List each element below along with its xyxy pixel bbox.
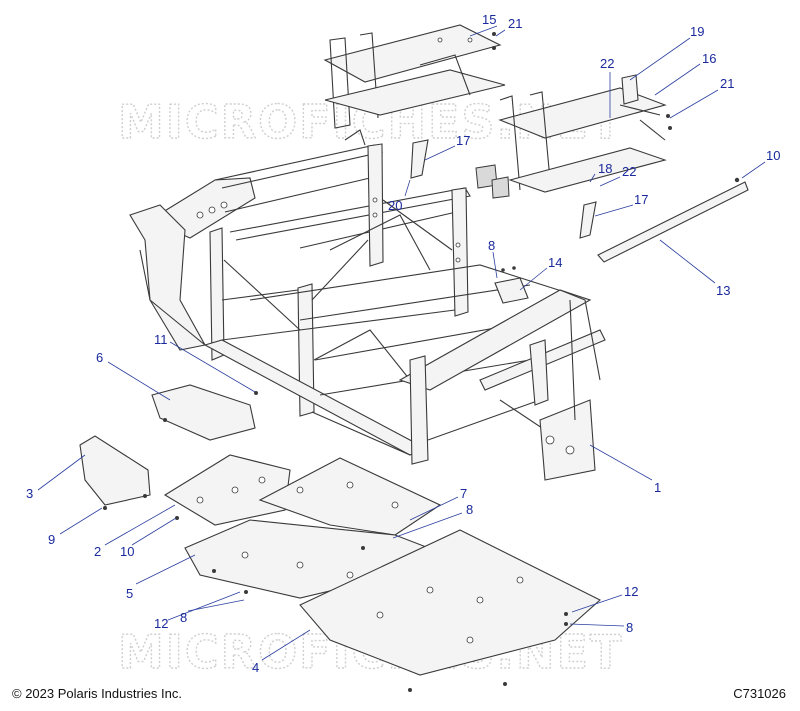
callout-18: 18 — [598, 161, 612, 176]
part-15-seat-frame-front — [323, 24, 506, 146]
part-19-bracket — [621, 74, 639, 105]
callout-12: 12 — [624, 584, 638, 599]
callout-8: 8 — [180, 610, 187, 625]
part-6-panel — [151, 384, 256, 441]
leader-lines — [37, 25, 766, 661]
callout-1: 1 — [654, 480, 661, 495]
callout-17: 17 — [634, 192, 648, 207]
callout-8: 8 — [626, 620, 633, 635]
part-3-panel — [79, 435, 151, 506]
copyright-text: © 2023 Polaris Industries Inc. — [12, 686, 182, 701]
callout-3: 3 — [26, 486, 33, 501]
callout-22: 22 — [622, 164, 636, 179]
callout-16: 16 — [702, 51, 716, 66]
callout-21: 21 — [720, 76, 734, 91]
part-13-bar — [597, 181, 749, 263]
callout-13: 13 — [716, 283, 730, 298]
callout-19: 19 — [690, 24, 704, 39]
part-17-bracket-upper — [410, 139, 429, 179]
callout-20: 20 — [388, 198, 402, 213]
part-2-skid-plate — [163, 454, 291, 526]
callout-10: 10 — [120, 544, 134, 559]
callout-10: 10 — [766, 148, 780, 163]
callout-labels: 15 21 19 16 22 21 17 20 18 22 10 17 8 14… — [26, 12, 780, 675]
callout-5: 5 — [126, 586, 133, 601]
callout-4: 4 — [252, 660, 259, 675]
callout-17: 17 — [456, 133, 470, 148]
callout-22: 22 — [600, 56, 614, 71]
part-18-block-b — [491, 176, 510, 199]
drawing-number: C731026 — [733, 686, 786, 701]
part-7-floor-panel — [258, 457, 442, 536]
callout-2: 2 — [94, 544, 101, 559]
main-frame — [129, 143, 606, 481]
callout-11: 11 — [154, 332, 168, 347]
part-4-floor-panel — [299, 529, 601, 676]
callout-12: 12 — [154, 616, 168, 631]
callout-6: 6 — [96, 350, 103, 365]
part-14-bracket — [494, 277, 529, 304]
callout-8: 8 — [466, 502, 473, 517]
callout-7: 7 — [460, 486, 467, 501]
part-17-bracket-lower — [579, 201, 597, 239]
callout-8: 8 — [488, 238, 495, 253]
callout-14: 14 — [548, 255, 562, 270]
callout-21: 21 — [508, 16, 522, 31]
callout-9: 9 — [48, 532, 55, 547]
part-10-bolt-upper — [734, 177, 740, 183]
callout-15: 15 — [482, 12, 496, 27]
